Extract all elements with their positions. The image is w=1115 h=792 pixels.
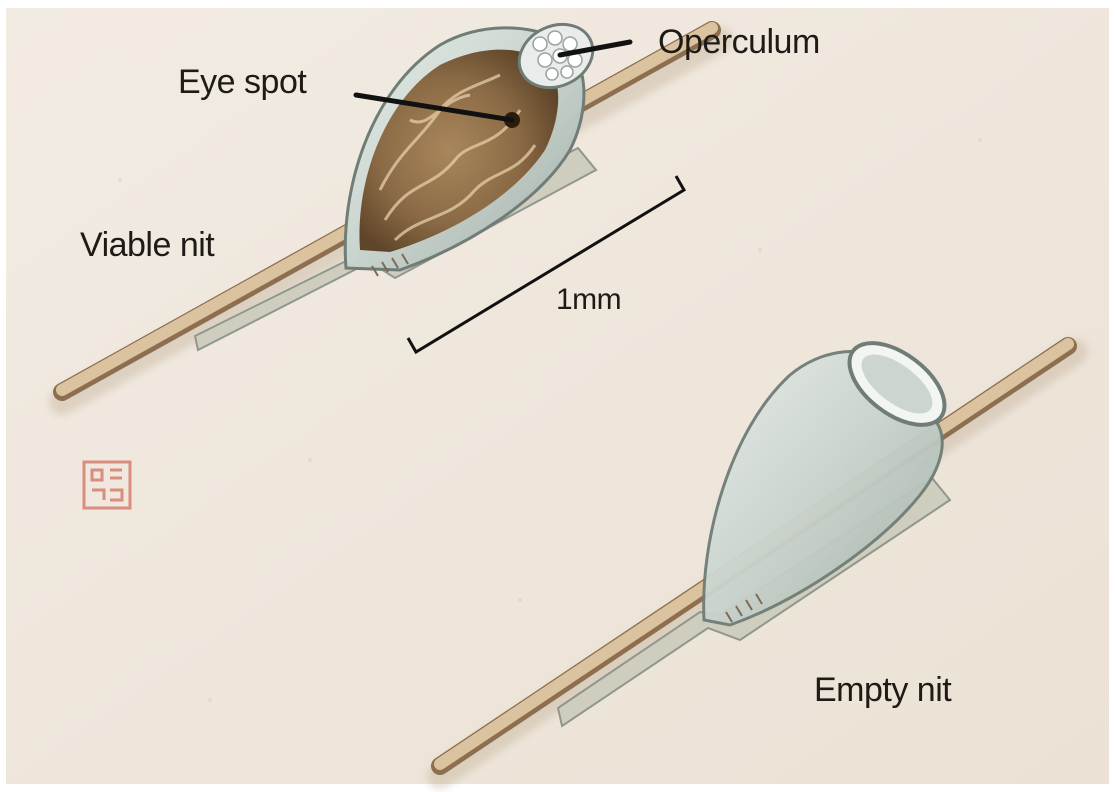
viable-nit-label: Viable nit	[80, 226, 214, 265]
operculum-label: Operculum	[658, 23, 820, 62]
eye-spot-label: Eye spot	[178, 63, 306, 102]
empty-nit-label: Empty nit	[814, 671, 951, 710]
scale-label: 1mm	[556, 283, 621, 317]
